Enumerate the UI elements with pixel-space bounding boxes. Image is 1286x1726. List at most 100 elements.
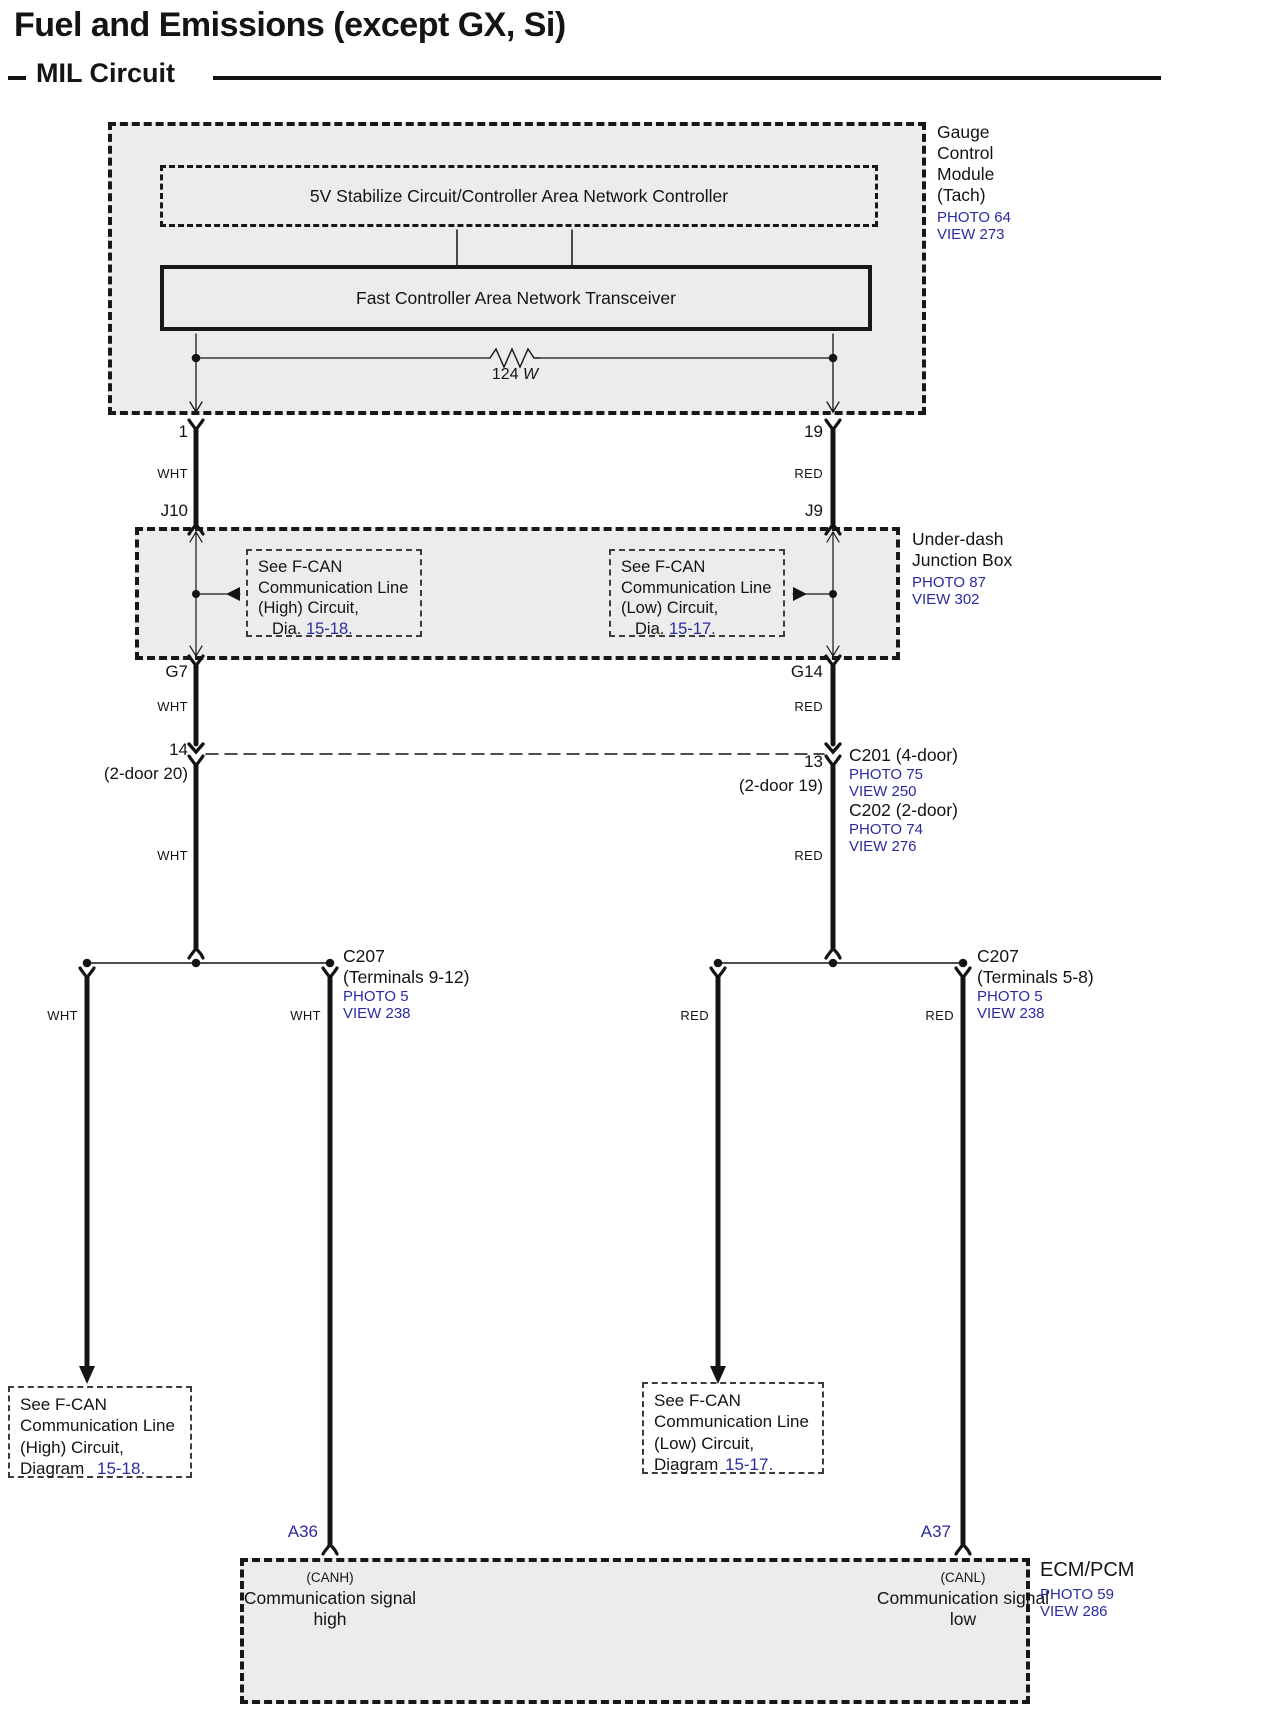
wire-color-red-1: RED	[794, 466, 823, 481]
fork-up-14-icon	[187, 754, 205, 770]
gauge-module-view-link[interactable]: VIEW 273	[937, 226, 1005, 243]
c207-low-label: C207	[977, 946, 1019, 966]
fork-down-a36-icon	[321, 1540, 339, 1556]
inline-pin-13-alt-label: (2-door 19)	[738, 776, 823, 795]
fork-up-pin19-icon	[824, 418, 842, 434]
gauge-module-name: Gauge Control Module (Tach)	[937, 122, 995, 205]
fork-up-drop4-icon	[954, 966, 972, 982]
inline-male-arrow-13-icon	[824, 742, 842, 755]
junction-box-view-link[interactable]: VIEW 302	[912, 591, 980, 608]
fcan-high-note-ref-label: Dia.	[272, 619, 302, 638]
section-rule	[213, 76, 1161, 80]
wire-junction-to-inline	[193, 663, 836, 747]
ecm-pin-a37-label: A37	[920, 1522, 951, 1541]
fcan-low-note-ref-link[interactable]: 15-17.	[668, 619, 716, 638]
fcan-high-bottom-text: See F-CAN Communication Line (High) Circ…	[20, 1395, 175, 1457]
wire-color-wht-2: WHT	[157, 699, 188, 714]
ecm-signal-high-label: Communication signal high	[243, 1588, 417, 1629]
can-controller-box: 5V Stabilize Circuit/Controller Area Net…	[160, 165, 878, 227]
c207-high-view-link[interactable]: VIEW 238	[343, 1005, 411, 1022]
c207-low-view-link[interactable]: VIEW 238	[977, 1005, 1045, 1022]
ecm-signal-low-label: Communication signal low	[876, 1588, 1050, 1629]
junction-box-label-block: Under-dash Junction Box PHOTO 87 VIEW 30…	[912, 529, 1032, 608]
c201-label: C201 (4-door)	[849, 745, 958, 765]
fcan-low-note-text: See F-CAN Communication Line (Low) Circu…	[621, 558, 772, 618]
c201-c202-label-block: C201 (4-door) PHOTO 75 VIEW 250 C202 (2-…	[849, 745, 1029, 855]
arrow-to-fcan-high-icon	[79, 1366, 95, 1384]
fcan-high-note-text: See F-CAN Communication Line (High) Circ…	[258, 558, 409, 618]
c202-view-link[interactable]: VIEW 276	[849, 838, 917, 855]
pin-1-label: 1	[178, 422, 188, 441]
fcan-low-bottom-text: See F-CAN Communication Line (Low) Circu…	[654, 1391, 809, 1453]
c207-low-terminals: (Terminals 5-8)	[977, 967, 1094, 987]
ecm-name: ECM/PCM	[1040, 1559, 1135, 1581]
dot-splice-1	[82, 958, 92, 968]
wires-to-fcan-notes	[84, 975, 721, 1371]
c207-low-photo-link[interactable]: PHOTO 5	[977, 988, 1043, 1005]
fork-up-drop2-icon	[321, 966, 339, 982]
dot-splice-4	[713, 958, 723, 968]
fcan-low-note-bottom: See F-CAN Communication Line (Low) Circu…	[642, 1382, 824, 1474]
wire-color-red-5: RED	[925, 1008, 954, 1023]
connector-j9-label: J9	[805, 501, 823, 520]
gauge-module-photo-link[interactable]: PHOTO 64	[937, 209, 1011, 226]
dot-splice-2	[191, 958, 201, 968]
dot-splice-5	[828, 958, 838, 968]
c207-high-terminals: (Terminals 9-12)	[343, 967, 470, 987]
fcan-high-note-ref-link[interactable]: 15-18.	[305, 619, 353, 638]
junction-box-name: Under-dash Junction Box	[912, 529, 1013, 570]
page-title: Fuel and Emissions (except GX, Si)	[14, 6, 566, 44]
resistor-label: 124 W	[455, 366, 575, 384]
c201-view-link[interactable]: VIEW 250	[849, 783, 917, 800]
wire-color-red-4: RED	[680, 1008, 709, 1023]
can-transceiver-box: Fast Controller Area Network Transceiver	[160, 265, 872, 331]
fork-up-drop3-icon	[709, 966, 727, 982]
wire-color-wht-4: WHT	[47, 1008, 78, 1023]
resistor-unit: W	[523, 366, 539, 383]
fcan-high-note-junction: See F-CAN Communication Line (High) Circ…	[246, 549, 422, 638]
fork-down-splice-right-icon	[824, 944, 842, 960]
connector-g7-label: G7	[165, 662, 188, 681]
fcan-high-bottom-ref-label: Diagram	[20, 1458, 85, 1478]
fork-down-a37-icon	[954, 1540, 972, 1556]
can-controller-label: 5V Stabilize Circuit/Controller Area Net…	[309, 185, 729, 206]
fcan-high-note-bottom: See F-CAN Communication Line (High) Circ…	[8, 1386, 192, 1478]
inline-male-arrow-14-icon	[187, 742, 205, 755]
ecm-canl-label: (CANL)	[940, 1570, 986, 1585]
fcan-low-bottom-ref-link[interactable]: 15-17.	[724, 1454, 774, 1474]
pin-19-label: 19	[804, 422, 823, 441]
junction-box-photo-link[interactable]: PHOTO 87	[912, 574, 986, 591]
ecm-pin-a36-label: A36	[287, 1522, 318, 1541]
connector-g14-label: G14	[790, 662, 823, 681]
c207-high-label-block: C207 (Terminals 9-12) PHOTO 5 VIEW 238	[343, 946, 523, 1022]
ecm-photo-link[interactable]: PHOTO 59	[1040, 1586, 1114, 1603]
fork-up-pin1-icon	[187, 418, 205, 434]
fcan-high-bottom-ref-link[interactable]: 15-18.	[96, 1458, 146, 1478]
fcan-low-bottom-ref-label: Diagram	[654, 1454, 719, 1474]
wire-color-wht-3: WHT	[157, 848, 188, 863]
section-title: MIL Circuit	[36, 58, 176, 88]
fork-down-splice-left-icon	[187, 944, 205, 960]
c207-high-label: C207	[343, 946, 385, 966]
fork-up-13-icon	[824, 754, 842, 770]
c202-label: C202 (2-door)	[849, 800, 958, 820]
ecm-label-block: ECM/PCM PHOTO 59 VIEW 286	[1040, 1558, 1170, 1620]
c202-photo-link[interactable]: PHOTO 74	[849, 821, 923, 838]
inline-pin-14-label: 14	[169, 740, 188, 759]
connector-j10-label: J10	[160, 501, 188, 520]
inline-pin-13-label: 13	[804, 752, 823, 771]
can-transceiver-label: Fast Controller Area Network Transceiver	[356, 287, 676, 308]
gauge-module-label-block: Gauge Control Module (Tach) PHOTO 64 VIE…	[937, 122, 1041, 243]
wire-color-red-3: RED	[794, 848, 823, 863]
resistor-value: 124	[491, 366, 519, 383]
c207-low-label-block: C207 (Terminals 5-8) PHOTO 5 VIEW 238	[977, 946, 1157, 1022]
subtitle-dash	[8, 76, 26, 80]
wire-color-wht-1: WHT	[157, 466, 188, 481]
wire-color-wht-5: WHT	[290, 1008, 321, 1023]
c207-high-photo-link[interactable]: PHOTO 5	[343, 988, 409, 1005]
c201-photo-link[interactable]: PHOTO 75	[849, 766, 923, 783]
ecm-view-link[interactable]: VIEW 286	[1040, 1603, 1108, 1620]
fcan-low-note-junction: See F-CAN Communication Line (Low) Circu…	[609, 549, 785, 638]
dot-splice-6	[958, 958, 968, 968]
